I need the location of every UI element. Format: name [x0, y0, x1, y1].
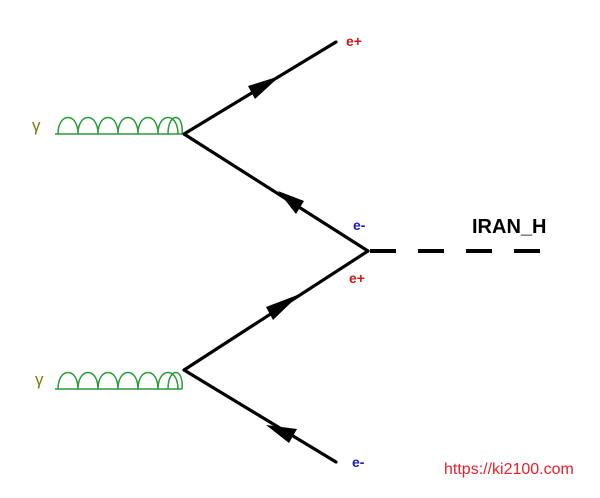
arrow-bottom-to-center: [266, 294, 300, 320]
positron-label-top: e+: [346, 33, 362, 49]
photon-line-top: [55, 116, 183, 135]
photon-label-bottom: γ: [35, 370, 44, 389]
arrow-top-to-center: [278, 191, 304, 214]
arrow-top-out: [248, 76, 280, 99]
higgs-label: IRAN_H: [472, 216, 546, 238]
photon-label-top: γ: [32, 116, 41, 135]
fermion-line-bottom-in: [182, 368, 338, 464]
fermion-line-top-to-center: [182, 132, 370, 253]
positron-label-mid: e+: [349, 270, 365, 286]
electron-label-mid: e-: [353, 217, 366, 233]
electron-label-bottom: e-: [352, 454, 365, 470]
watermark-url: https://ki2100.com: [444, 461, 574, 478]
photon-line-bottom: [55, 371, 183, 390]
arrow-bottom-in: [266, 425, 297, 443]
